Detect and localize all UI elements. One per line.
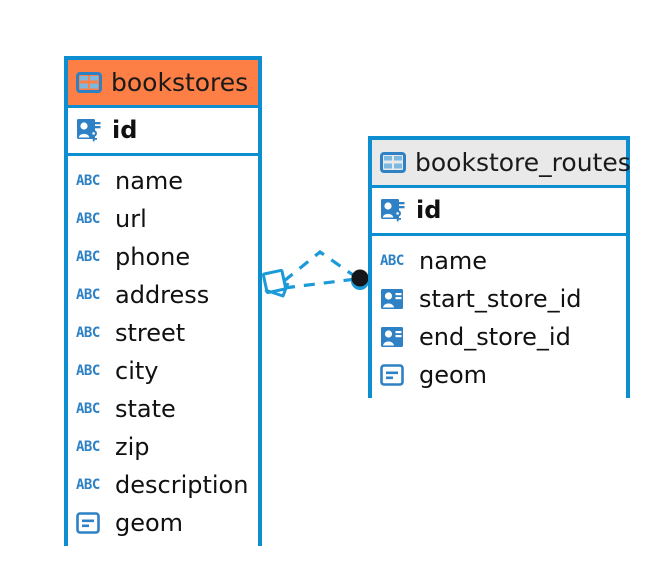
text-column-icon: ABC bbox=[76, 477, 100, 493]
column-row-end-store-id[interactable]: end_store_id bbox=[372, 318, 626, 356]
column-row-zip[interactable]: ABC zip bbox=[68, 428, 258, 466]
column-label: end_store_id bbox=[419, 323, 571, 351]
text-column-icon: ABC bbox=[76, 439, 100, 455]
entity-header-bookstores[interactable]: bookstores bbox=[68, 60, 258, 105]
entity-table-bookstore-routes[interactable]: bookstore_routes id ABC name bbox=[368, 136, 631, 402]
column-row-geom[interactable]: geom bbox=[68, 504, 258, 542]
text-column-icon: ABC bbox=[76, 325, 100, 341]
column-row-street[interactable]: ABC street bbox=[68, 314, 258, 352]
text-column-icon: ABC bbox=[76, 287, 100, 303]
foreign-key-icon bbox=[381, 327, 403, 347]
filled-circle-marker bbox=[351, 269, 369, 290]
column-list-bookstore-routes: ABC name start_store_id bbox=[372, 236, 626, 402]
column-label: zip bbox=[115, 433, 150, 461]
column-row-name[interactable]: ABC name bbox=[68, 162, 258, 200]
column-row-phone[interactable]: ABC phone bbox=[68, 238, 258, 276]
primary-key-icon bbox=[381, 199, 405, 222]
text-column-icon: ABC bbox=[76, 249, 100, 265]
text-column-icon: ABC bbox=[76, 401, 100, 417]
primary-key-icon bbox=[77, 119, 101, 142]
primary-key-label-bookstore-routes: id bbox=[416, 196, 442, 224]
column-label: address bbox=[115, 281, 210, 309]
column-list-bookstores: ABC name ABC url ABC phone ABC address A… bbox=[68, 156, 258, 550]
column-label: description bbox=[115, 471, 249, 499]
entity-title-bookstore-routes: bookstore_routes bbox=[415, 147, 631, 177]
primary-key-row-bookstore-routes[interactable]: id bbox=[372, 185, 626, 236]
column-label: state bbox=[115, 395, 176, 423]
column-row-start-store-id[interactable]: start_store_id bbox=[372, 280, 626, 318]
column-label: city bbox=[115, 357, 159, 385]
text-column-icon: ABC bbox=[76, 211, 100, 227]
column-row-url[interactable]: ABC url bbox=[68, 200, 258, 238]
text-column-icon: ABC bbox=[76, 363, 100, 379]
column-row-state[interactable]: ABC state bbox=[68, 390, 258, 428]
column-label: start_store_id bbox=[419, 285, 582, 313]
column-row-description[interactable]: ABC description bbox=[68, 466, 258, 504]
geometry-column-icon bbox=[380, 364, 404, 386]
relationship-line-upper bbox=[282, 250, 357, 283]
column-row-address[interactable]: ABC address bbox=[68, 276, 258, 314]
column-label: street bbox=[115, 319, 186, 347]
column-row-geom[interactable]: geom bbox=[372, 356, 626, 394]
text-column-icon: ABC bbox=[380, 253, 404, 269]
column-label: name bbox=[115, 167, 184, 195]
foreign-key-icon bbox=[381, 289, 403, 309]
column-row-name[interactable]: ABC name bbox=[372, 242, 626, 280]
table-icon bbox=[380, 151, 406, 173]
entity-table-bookstores[interactable]: bookstores id ABC name ABC bbox=[64, 56, 262, 550]
table-icon bbox=[76, 71, 102, 93]
column-label: name bbox=[419, 247, 488, 275]
diamond-marker bbox=[261, 268, 290, 298]
relationship-line-lower bbox=[283, 277, 357, 290]
text-column-icon: ABC bbox=[76, 173, 100, 189]
column-label: geom bbox=[419, 361, 488, 389]
entity-title-bookstores: bookstores bbox=[111, 67, 249, 97]
column-label: url bbox=[115, 205, 147, 233]
column-row-city[interactable]: ABC city bbox=[68, 352, 258, 390]
primary-key-row-bookstores[interactable]: id bbox=[68, 105, 258, 156]
column-label: geom bbox=[115, 509, 184, 537]
primary-key-label-bookstores: id bbox=[112, 116, 138, 144]
geometry-column-icon bbox=[76, 512, 100, 534]
column-label: phone bbox=[115, 243, 191, 271]
entity-header-bookstore-routes[interactable]: bookstore_routes bbox=[372, 140, 631, 185]
